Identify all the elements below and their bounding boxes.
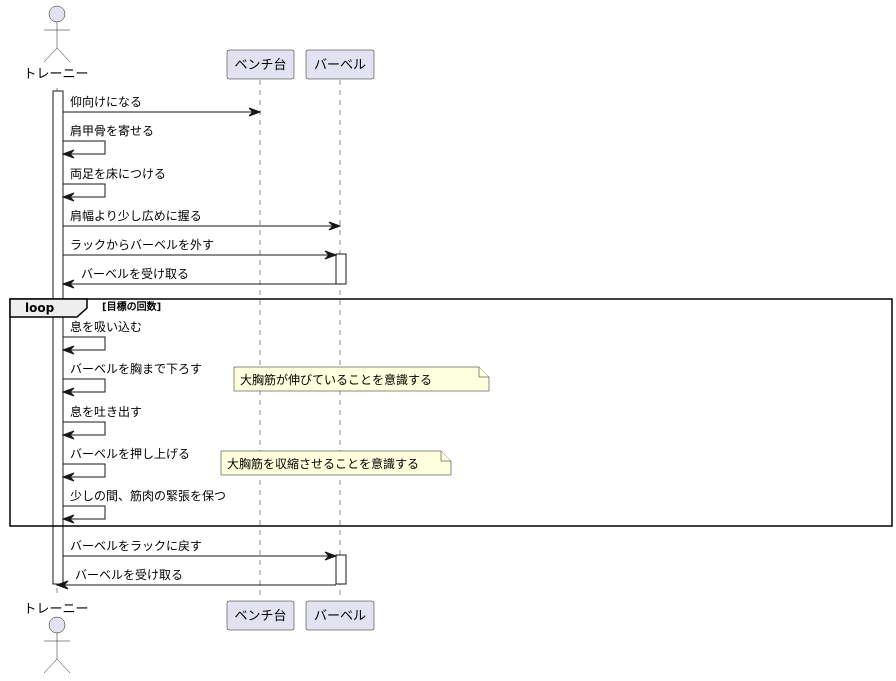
loop-guard: [目標の回数]: [102, 300, 161, 313]
note-contract-text: 大胸筋を収縮させることを意識する: [227, 456, 419, 471]
message-label: バーベルを受け取る: [81, 267, 189, 281]
message-label: バーベルを押し上げる: [70, 447, 190, 461]
message-label: 肩甲骨を寄せる: [70, 123, 154, 138]
participant-bench-bottom: ベンチ台: [226, 600, 295, 631]
message-feet-on-floor: 両足を床につける: [61, 167, 166, 202]
loop-keyword: loop: [25, 301, 55, 315]
loop-frame: loop [目標の回数]: [9, 298, 893, 527]
participant-barbell-bottom: バーベル: [305, 600, 375, 631]
message-press-up: バーベルを押し上げる: [61, 447, 190, 482]
activation-barbell-2: [335, 554, 347, 585]
actor-trainee-bottom: トレーニー: [23, 602, 89, 674]
participant-barbell-top: バーベル: [305, 49, 375, 80]
message-shoulder-blades: 肩甲骨を寄せる: [61, 123, 154, 159]
activation-barbell-1: [335, 253, 347, 285]
message-grip: 肩幅より少し広めに握る: [63, 208, 342, 231]
message-label: 息を吐き出す: [70, 404, 142, 419]
actor-trainee-top: トレーニー: [23, 5, 89, 82]
note-stretch-text: 大胸筋が伸びていることを意識する: [240, 372, 432, 387]
message-lower-to-chest: バーベルを胸まで下ろす: [61, 361, 202, 397]
message-label: 両足を床につける: [70, 167, 166, 181]
participant-bench-label-top: ベンチ台: [234, 58, 286, 73]
activation-trainee: [52, 90, 64, 585]
participant-barbell-label-bottom: バーベル: [314, 609, 366, 624]
participant-bench-label-bottom: ベンチ台: [234, 609, 286, 624]
message-hold-tension: 少しの間、筋肉の緊張を保つ: [61, 488, 226, 524]
message-receive-barbell-1: バーベルを受け取る: [61, 267, 336, 289]
participant-trainee-label-bottom: トレーニー: [23, 602, 88, 617]
message-receive-barbell-2: バーベルを受け取る: [55, 568, 336, 590]
note-stretch: 大胸筋が伸びていることを意識する: [233, 366, 490, 392]
message-label: 肩幅より少し広めに握る: [70, 208, 202, 223]
message-rerack: バーベルをラックに戻す: [63, 539, 338, 561]
message-label: 少しの間、筋肉の緊張を保つ: [70, 488, 226, 503]
participant-bench-top: ベンチ台: [226, 49, 295, 80]
message-exhale: 息を吐き出す: [61, 404, 142, 440]
message-label: バーベルを胸まで下ろす: [70, 361, 202, 376]
message-label: ラックからバーベルを外す: [70, 238, 214, 252]
message-unrack: ラックからバーベルを外す: [63, 238, 338, 260]
participant-barbell-label-top: バーベル: [314, 58, 366, 73]
message-inhale: 息を吸い込む: [61, 319, 142, 355]
note-contract: 大胸筋を収縮させることを意識する: [220, 450, 452, 476]
message-label: 息を吸い込む: [70, 319, 142, 334]
message-label: 仰向けになる: [70, 94, 142, 109]
message-lie-down: 仰向けになる: [63, 94, 262, 117]
message-label: バーベルをラックに戻す: [70, 539, 202, 553]
participant-trainee-label-top: トレーニー: [23, 67, 88, 82]
message-label: バーベルを受け取る: [75, 568, 183, 582]
